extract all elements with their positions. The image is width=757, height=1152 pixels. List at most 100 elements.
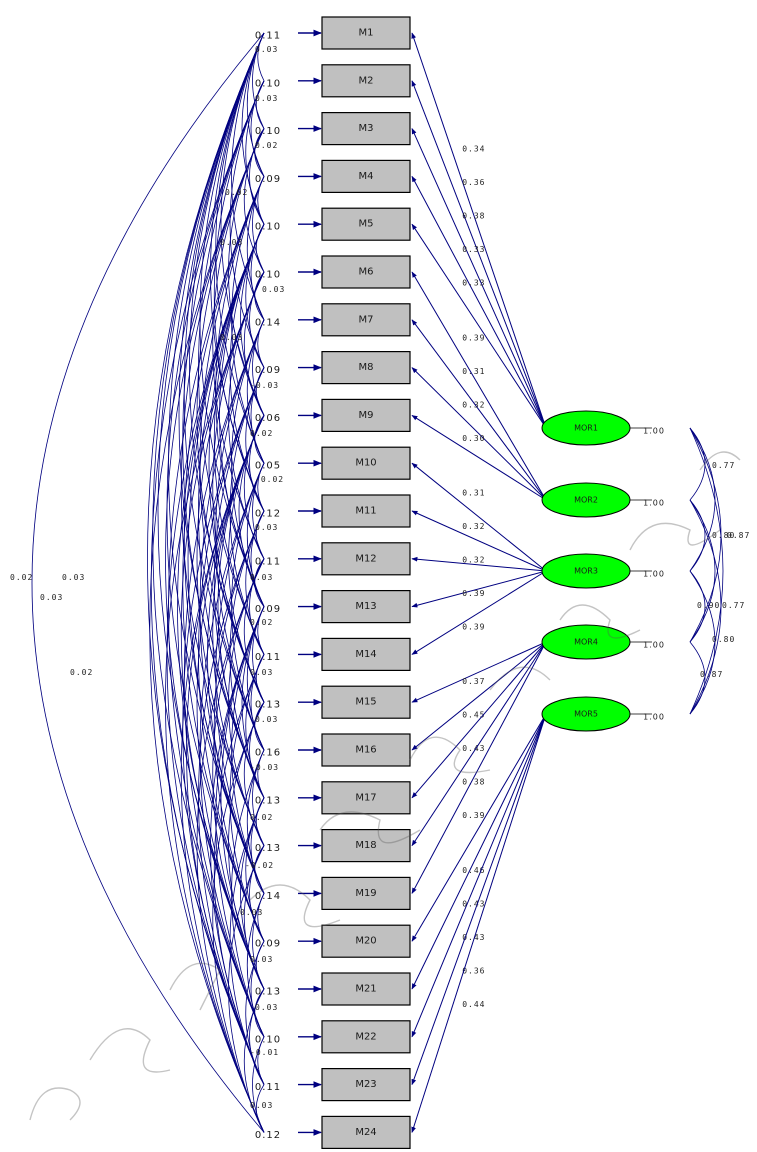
error-covariance-arc	[231, 176, 265, 464]
error-covariance-value: -0.03	[250, 381, 279, 390]
observed-variable-m14: M14 0.11	[255, 637, 411, 672]
error-variance-label: 0.11	[255, 1082, 281, 1093]
observed-label: M24	[355, 1127, 376, 1138]
error-covariance-value: 0.03	[255, 45, 278, 54]
error-covariance-arc	[231, 749, 265, 1037]
loading-value: 0.46	[462, 866, 485, 875]
loading-value: 0.39	[462, 622, 485, 631]
loading-value: 0.34	[462, 145, 485, 154]
error-covariance-arc	[177, 224, 265, 990]
observed-label: M1	[359, 28, 374, 39]
error-variance-label: 0.11	[255, 652, 281, 663]
error-covariance-arc	[231, 606, 265, 894]
error-covariance-value: -0.02	[245, 861, 274, 870]
error-covariance-arc	[229, 80, 265, 368]
loading-value: 0.32	[462, 522, 485, 531]
error-variance-label: 0.11	[255, 31, 281, 42]
error-variance-label: 0.11	[255, 556, 281, 567]
loading-value: 0.39	[462, 589, 485, 598]
error-covariance-arcs	[31, 32, 265, 1133]
loading-path	[411, 271, 547, 501]
observed-label: M14	[355, 649, 376, 660]
error-covariance-arc	[210, 32, 265, 512]
error-covariance-value: 0.02	[10, 573, 33, 582]
error-covariance-arc	[210, 606, 265, 1085]
error-variance-label: 0.13	[255, 843, 281, 854]
loading-path	[411, 319, 547, 501]
error-variance-label: 0.10	[255, 222, 281, 233]
error-covariance-value: 0.03	[250, 955, 273, 964]
latent-label: MOR1	[574, 424, 598, 433]
loading-value: 0.43	[462, 744, 485, 753]
loading-value: 0.39	[462, 333, 485, 342]
error-covariance-arc	[208, 224, 265, 703]
error-covariance-value: 0.02	[250, 618, 273, 627]
error-covariance-arc	[255, 1084, 265, 1133]
error-covariance-arc	[243, 988, 265, 1133]
factor-correlation-arc	[689, 570, 706, 643]
observed-label: M6	[359, 267, 374, 278]
loading-path	[411, 128, 547, 429]
loading-path	[411, 556, 547, 572]
observed-label: M2	[359, 75, 374, 86]
error-covariance-arc	[213, 367, 265, 798]
observed-label: M21	[355, 984, 376, 995]
loading-path	[411, 713, 547, 942]
loading-path	[411, 641, 547, 751]
loading-value: 0.36	[462, 178, 485, 187]
factor-correlation-arc	[689, 499, 706, 572]
factor-correlation-arc	[689, 427, 716, 572]
error-covariance-arc	[228, 845, 265, 1133]
error-covariance-arc	[213, 80, 265, 512]
error-variance-label: 0.13	[255, 700, 281, 711]
observed-label: M11	[355, 506, 376, 517]
error-covariance-value: 0.02	[250, 429, 273, 438]
latent-label: MOR4	[574, 638, 598, 647]
loading-path	[411, 641, 547, 703]
factor-correlation-value: 0.80	[712, 531, 735, 540]
error-covariance-value: 0.02	[70, 668, 93, 677]
error-covariance-value: -0.03	[250, 763, 279, 772]
error-covariance-arc	[229, 654, 265, 942]
error-covariance-value: -0.02	[255, 475, 284, 484]
observed-variable-m6: M6 0.10	[255, 255, 411, 289]
error-covariance-arc	[157, 32, 265, 990]
error-covariance-value: 0.03	[255, 523, 278, 532]
loading-value: 0.31	[462, 367, 485, 376]
latent-variance-label: 1.00	[643, 427, 665, 436]
error-covariance-arc	[152, 32, 265, 1037]
loading-value: 0.33	[462, 245, 485, 254]
error-covariance-arc	[252, 1036, 265, 1133]
error-covariance-arc	[212, 128, 265, 559]
latent-variance-label: 1.00	[643, 713, 665, 722]
observed-label: M17	[355, 792, 376, 803]
watermark	[29, 451, 741, 1121]
error-covariance-value: 0.03	[62, 573, 85, 582]
error-covariance-arc	[229, 510, 265, 798]
error-covariance-arc	[212, 558, 265, 990]
loading-path	[411, 367, 547, 501]
observed-label: M7	[359, 314, 374, 325]
error-covariance-arc	[180, 128, 265, 846]
factor-correlation-value: 0.77	[712, 461, 735, 470]
latent-label: MOR2	[574, 496, 598, 505]
loading-path	[411, 641, 547, 847]
loading-path	[411, 462, 547, 572]
observed-variable-m12: M12 0.11	[255, 542, 411, 576]
error-variance-label: 0.10	[255, 78, 281, 89]
factor-correlation-arc	[689, 427, 706, 501]
error-covariance-arc	[229, 367, 265, 655]
observed-variable-m9: M90.06	[255, 398, 411, 432]
error-variance-label: 0.09	[255, 939, 281, 950]
observed-label: M12	[355, 553, 376, 564]
error-variance-label: 0.10	[255, 270, 281, 281]
